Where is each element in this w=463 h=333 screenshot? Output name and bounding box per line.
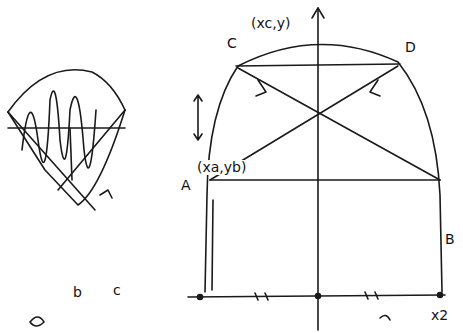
point-label: C bbox=[226, 36, 238, 51]
sketch-label: c bbox=[112, 283, 122, 298]
coordinate-label: (xc,y) bbox=[250, 16, 291, 31]
axis-label: x2 bbox=[430, 308, 449, 323]
sketch-label: b bbox=[72, 285, 83, 300]
coordinate-label: (xa,yb) bbox=[196, 160, 247, 175]
point-label: D bbox=[404, 40, 417, 55]
point-label: A bbox=[180, 178, 192, 193]
point-label: B bbox=[444, 232, 456, 247]
